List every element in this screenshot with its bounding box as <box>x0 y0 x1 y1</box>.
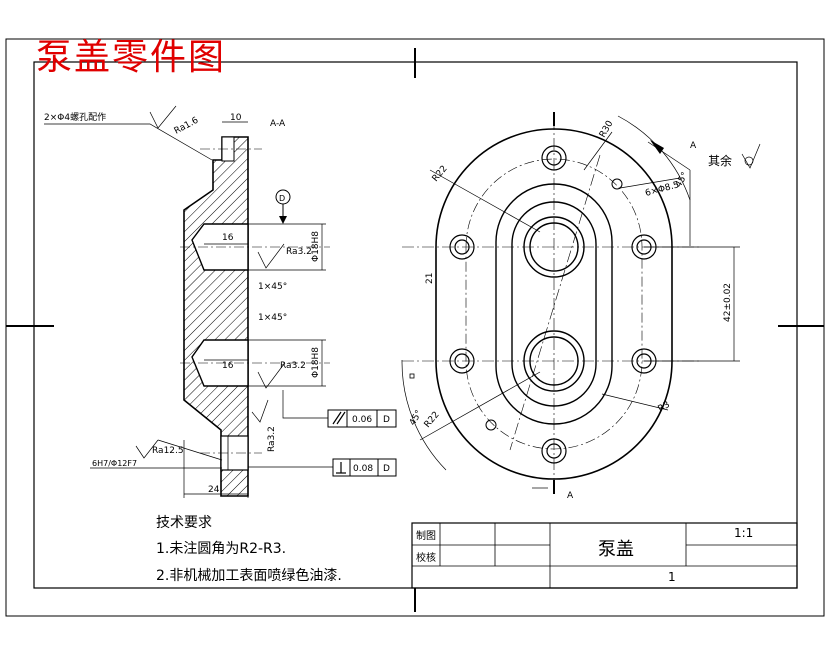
scale: 1:1 <box>734 526 754 540</box>
pin-hole-lower <box>485 419 497 431</box>
parallelism-datum: D <box>383 415 390 425</box>
thickness-dim: 24 <box>208 485 220 495</box>
chamfer-lower: 1×45° <box>258 313 287 323</box>
drawing-frame <box>33 61 798 589</box>
dim-21: 21 <box>425 273 435 284</box>
r-pcd-lower: R22 <box>423 410 442 430</box>
roughness-top: Ra1.6 <box>173 116 201 137</box>
datum-label: D <box>279 194 285 203</box>
tech-req-heading: 技术要求 <box>156 515 212 531</box>
fit-note: 6H7/Φ12F7 <box>92 459 137 468</box>
parallelism-value: 0.06 <box>352 415 372 425</box>
angle-upper: 45° <box>674 171 691 190</box>
dia-upper: Φ18H8 <box>311 231 321 262</box>
centering-marks <box>6 48 824 612</box>
cut-label-top: A <box>690 141 697 151</box>
boss-contour <box>495 183 613 425</box>
chamfer-upper: 1×45° <box>258 282 287 292</box>
cavity-contour <box>511 201 597 407</box>
r-corner: R3 <box>657 400 672 415</box>
drawing-title: 泵盖零件图 <box>36 37 227 78</box>
perpendicularity-datum: D <box>383 464 390 474</box>
title-block <box>411 522 798 589</box>
ra-side: Ra12.5 <box>152 446 184 456</box>
quantity: 1 <box>668 570 676 584</box>
perpendicularity-value: 0.08 <box>353 464 373 474</box>
front-view-labels: A 其余 R30 R22 6×Φ8.5 45° 21 42±0.02 R3 45… <box>408 119 733 501</box>
r-outer: R30 <box>598 119 616 140</box>
center-distance: 42±0.02 <box>723 283 733 322</box>
ra-upper: Ra3.2 <box>286 247 312 257</box>
pin-hole-upper <box>611 178 623 190</box>
tech-req-item-2: 2.非机械加工表面喷绿色油漆. <box>156 568 342 584</box>
bolt-circle-centerline <box>465 158 643 450</box>
dia-lower: Φ18H8 <box>311 347 321 378</box>
front-view <box>401 112 761 494</box>
part-name: 泵盖 <box>598 539 634 560</box>
surface-rest: 其余 <box>708 153 732 168</box>
cut-label-bottom: A <box>567 491 574 501</box>
ra-bottom: Ra3.2 <box>267 426 277 452</box>
checked-label: 校核 <box>416 553 436 564</box>
thread-note: 2×Φ4螺孔配作 <box>44 111 106 123</box>
r-pcd-upper: R22 <box>431 164 450 184</box>
drawn-label: 制图 <box>416 531 436 542</box>
section-view <box>44 105 397 498</box>
bolt-holes <box>449 145 657 464</box>
ra-lower: Ra3.2 <box>280 361 306 371</box>
top-width-dim: 10 <box>230 113 242 123</box>
section-view-labels: 2×Φ4螺孔配作 10 A-A Ra1.6 D 16 16 Ra3.2 Ra3.… <box>44 111 390 495</box>
outer-border <box>5 38 825 617</box>
tech-req-item-1: 1.未注圆角为R2-R3. <box>156 541 287 557</box>
section-label: A-A <box>270 119 286 129</box>
bore-depth-upper: 16 <box>222 233 234 243</box>
bore-depth-lower: 16 <box>222 361 234 371</box>
